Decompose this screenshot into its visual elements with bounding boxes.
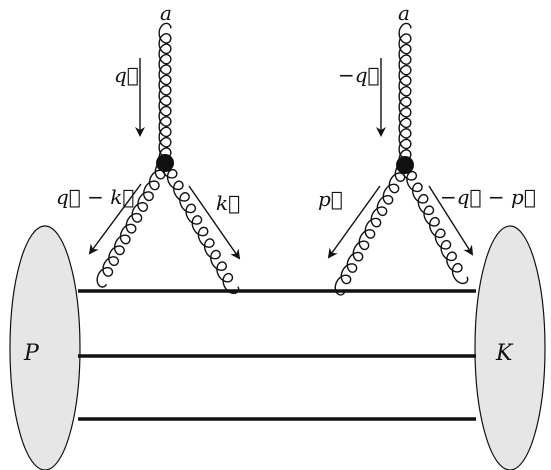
left-hadron-blob [9, 225, 81, 470]
gluon-right-outgoing-right [400, 159, 469, 285]
gluon-left-incoming [158, 22, 172, 169]
gluon-right-outgoing-left [334, 160, 412, 296]
right-hadron-blob [474, 225, 546, 470]
left-gluon-vertex [156, 154, 174, 172]
left-color-index-label: a [160, 1, 172, 25]
left-outgoing-right-momentum-arrow [188, 185, 241, 260]
right-gluon-vertex [396, 156, 414, 174]
left-outgoing-left-momentum-arrow [88, 183, 142, 255]
gluon-left-outgoing-left [96, 158, 172, 288]
gluon-right-incoming [398, 22, 412, 171]
right-outgoing-right-momentum-arrow [428, 185, 474, 256]
gluon-left-outgoing-right [160, 157, 240, 295]
right-color-index-label: a [398, 1, 410, 25]
right-outgoing-left-momentum-label: p⃗ [318, 187, 343, 211]
left-incoming-momentum-label: q⃗ [114, 63, 139, 87]
right-blob-label: K [495, 341, 514, 366]
right-outgoing-left-momentum-arrow [327, 185, 381, 259]
right-incoming-momentum-label: −q⃗ [338, 63, 380, 87]
left-outgoing-right-momentum-label: k⃗ [216, 191, 240, 215]
right-outgoing-right-momentum-label: −q⃗ − p⃗ [440, 185, 536, 209]
left-blob-label: P [23, 341, 40, 366]
left-outgoing-left-momentum-label: q⃗ − k⃗ [56, 185, 134, 209]
